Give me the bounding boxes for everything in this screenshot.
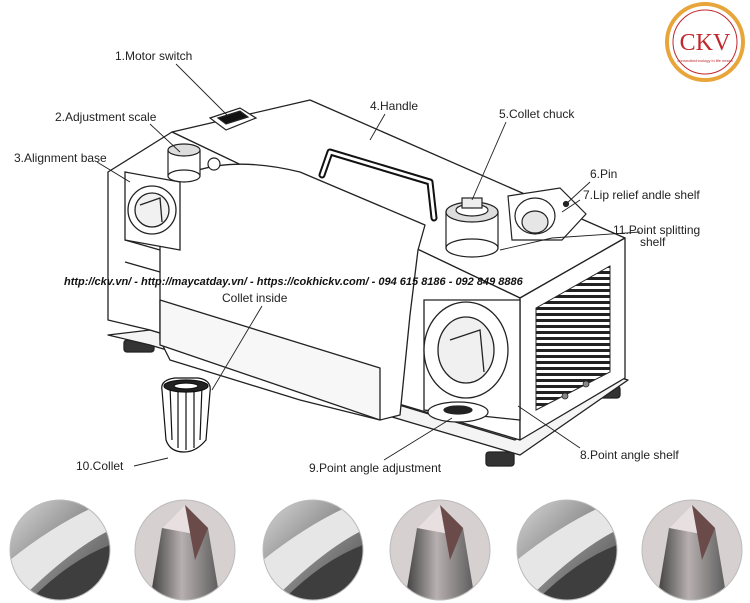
adjustment-scale-knob xyxy=(167,143,221,183)
label-point-splitting-cont: shelf xyxy=(640,235,666,249)
leader-lines xyxy=(96,63,641,467)
label-pin: 6.Pin xyxy=(590,167,617,181)
label-collet: 10.Collet xyxy=(76,459,124,473)
collet-part xyxy=(161,377,211,453)
photo-drill-tip-1 xyxy=(134,499,236,601)
label-collet-inside: Collet inside xyxy=(222,291,288,305)
ckv-logo: CKV connectlechnology in life nessa xyxy=(665,2,745,82)
label-handle: 4.Handle xyxy=(370,99,418,113)
alignment-base xyxy=(124,171,181,251)
photo-strip xyxy=(9,499,743,601)
vent-grille xyxy=(535,265,611,411)
photo-drill-side-3 xyxy=(516,499,618,601)
point-angle-shelf xyxy=(423,299,521,421)
label-collet-chuck: 5.Collet chuck xyxy=(499,107,575,121)
photo-drill-side-2 xyxy=(262,499,364,601)
photo-drill-tip-2 xyxy=(389,499,491,601)
photo-drill-tip-3 xyxy=(641,499,743,601)
label-alignment-base: 3.Alignment base xyxy=(14,151,107,165)
part-labels: 1.Motor switch 2.Adjustment scale 3.Alig… xyxy=(14,49,700,475)
label-adjustment-scale: 2.Adjustment scale xyxy=(55,110,157,124)
collet-chuck xyxy=(445,197,499,258)
label-lip-relief: 7.Lip relief andle shelf xyxy=(583,188,700,202)
point-angle-adjustment-dial xyxy=(427,401,489,423)
screws xyxy=(561,380,590,400)
machine-body xyxy=(107,99,629,467)
logo-tagline: connectlechnology in life nessa xyxy=(677,58,733,63)
label-point-angle-adjustment: 9.Point angle adjustment xyxy=(309,461,442,475)
label-motor-switch: 1.Motor switch xyxy=(115,49,192,63)
label-point-angle-shelf: 8.Point angle shelf xyxy=(580,448,679,462)
logo-text: CKV xyxy=(680,30,731,56)
motor-switch xyxy=(208,107,258,131)
label-point-splitting: 11.Point splitting xyxy=(613,223,700,237)
photo-drill-side-1 xyxy=(9,499,111,601)
watermark-text: http://ckv.vn/ - http://maycatday.vn/ - … xyxy=(64,276,524,288)
